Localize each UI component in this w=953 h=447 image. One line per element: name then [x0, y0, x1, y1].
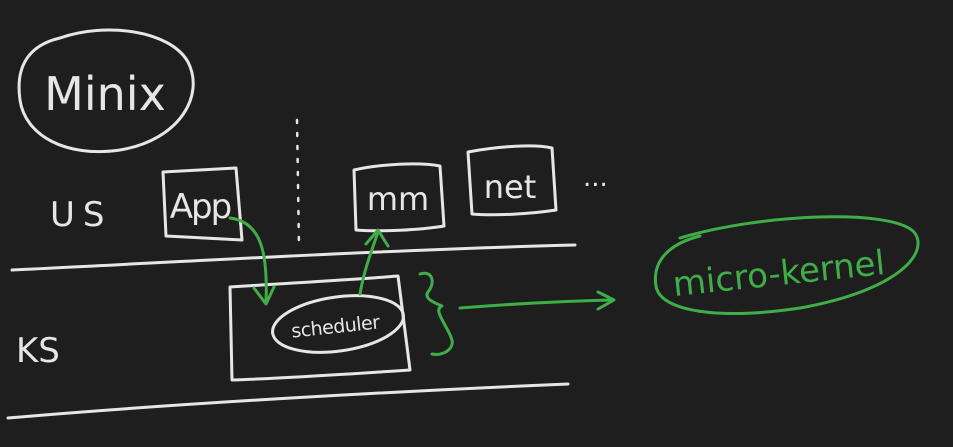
scheduler-to-mm-arrow — [358, 228, 390, 296]
mm-box: mm — [352, 162, 446, 233]
app-box-outline — [161, 166, 244, 242]
minix-title: Minix — [44, 67, 166, 121]
user-space-label: US — [50, 195, 112, 235]
kernel-box-outline — [228, 274, 412, 382]
net-box: net — [466, 144, 558, 217]
kernel-brace — [418, 271, 454, 356]
user-kernel-boundary-line — [10, 243, 577, 272]
app-box: App — [161, 166, 244, 242]
app-box-label: App — [170, 187, 231, 227]
dotted-separator — [295, 118, 301, 250]
kernel-space-label: KS — [16, 331, 60, 371]
net-box-outline — [466, 144, 558, 217]
minix-title-group: Minix — [17, 28, 195, 154]
scheduler-ellipse — [271, 294, 405, 354]
kernel-bottom-line — [6, 382, 570, 420]
net-box-label: net — [484, 168, 537, 206]
minix-bubble — [17, 28, 195, 154]
brace-to-microkernel-arrow — [458, 290, 616, 311]
microkernel-group: micro-kernel — [653, 215, 920, 315]
microkernel-ellipse — [653, 215, 920, 315]
scheduler-label: scheduler — [290, 311, 381, 342]
mm-box-outline — [352, 162, 446, 233]
mm-box-label: mm — [367, 180, 429, 218]
app-to-scheduler-arrow — [228, 216, 276, 306]
more-servers-ellipsis: ... — [583, 163, 608, 193]
